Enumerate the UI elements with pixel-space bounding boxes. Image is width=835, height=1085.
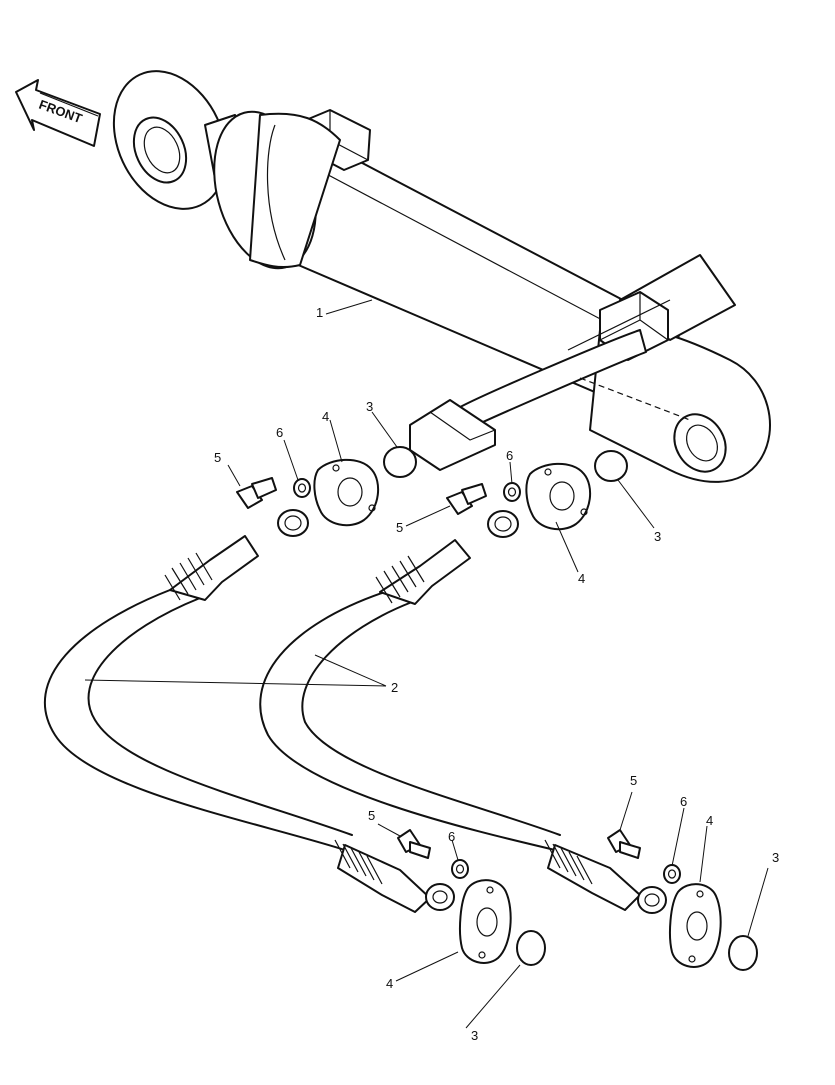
- callout-4-upper-right: 4: [578, 571, 585, 586]
- front-arrow-icon: [15, 79, 101, 147]
- bolt-upper-left: [236, 477, 277, 509]
- flange-lower-right: [669, 883, 722, 968]
- bolt-lower-right: [607, 829, 641, 859]
- flange-upper-left: [313, 458, 380, 527]
- callout-6-upper-left: 6: [276, 425, 283, 440]
- washer-lower-right: [663, 864, 681, 884]
- callout-3-upper-right: 3: [654, 529, 661, 544]
- callout-6-upper-right: 6: [506, 448, 513, 463]
- o-ring-upper-left: [383, 446, 417, 478]
- callout-4-lower-right: 4: [706, 813, 713, 828]
- leader-lines: [84, 299, 769, 1029]
- callout-6-lower-left: 6: [448, 829, 455, 844]
- bolt-lower-left: [397, 829, 431, 859]
- callout-4-upper-left: 4: [322, 409, 329, 424]
- callout-2: 2: [391, 680, 398, 695]
- hose-right: [259, 510, 667, 914]
- callout-5-lower-right: 5: [630, 773, 637, 788]
- callout-6-lower-right: 6: [680, 794, 687, 809]
- o-ring-lower-left: [516, 930, 546, 966]
- flange-upper-right: [525, 462, 592, 531]
- o-ring-upper-right: [594, 450, 628, 482]
- callout-3-lower-left: 3: [471, 1028, 478, 1043]
- washer-upper-right: [503, 482, 521, 502]
- callout-3-lower-right: 3: [772, 850, 779, 865]
- washer-lower-left: [451, 859, 469, 879]
- callout-5-lower-left: 5: [368, 808, 375, 823]
- callout-1: 1: [316, 305, 323, 320]
- callout-5-upper-left: 5: [214, 450, 221, 465]
- callout-5-upper-right: 5: [396, 520, 403, 535]
- callout-3-upper-left: 3: [366, 399, 373, 414]
- o-ring-lower-right: [728, 935, 758, 971]
- flange-lower-left: [459, 879, 512, 964]
- washer-upper-left: [293, 478, 311, 498]
- callout-4-lower-left: 4: [386, 976, 393, 991]
- hose-left: [43, 509, 455, 913]
- bolt-upper-right: [446, 483, 487, 515]
- hydraulic-cylinder: [112, 70, 771, 483]
